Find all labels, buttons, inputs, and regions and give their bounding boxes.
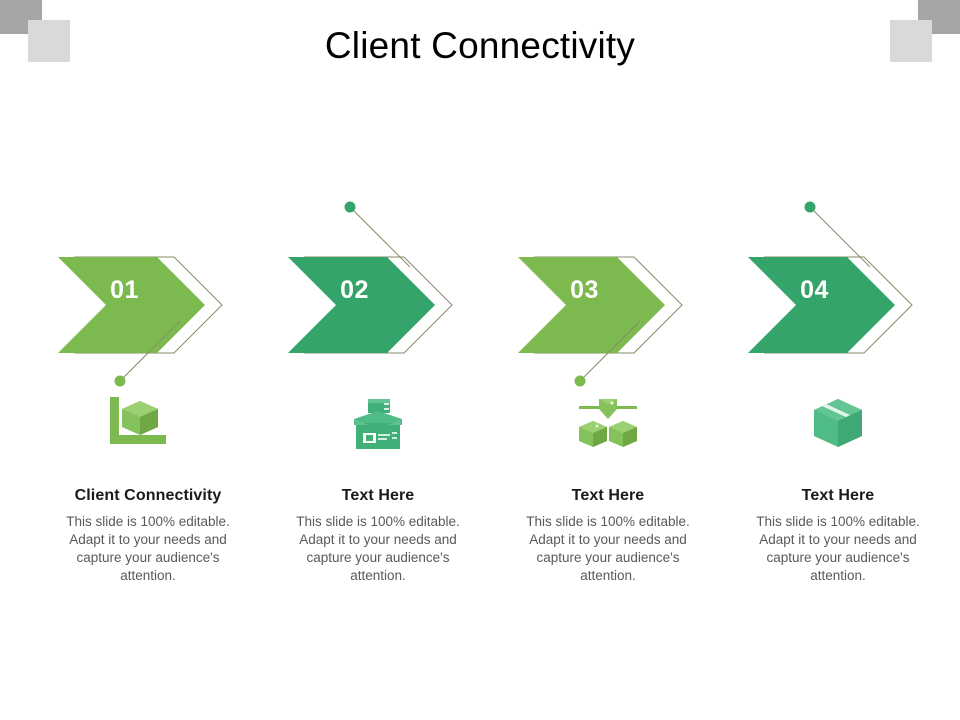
- step-column-1: 01 Client Connectivity This slide is 100…: [32, 185, 264, 585]
- step-caption-1: Client Connectivity This slide is 100% e…: [32, 465, 264, 585]
- step-body-4: This slide is 100% editable. Adapt it to…: [756, 514, 920, 583]
- step-icon-wrap-1: [32, 385, 264, 465]
- step-body-1: This slide is 100% editable. Adapt it to…: [66, 514, 230, 583]
- step-number-3: 03: [570, 276, 599, 304]
- connector-dot-1: [114, 375, 126, 387]
- step-column-3: 03 Text Here: [492, 185, 724, 585]
- step-chevron-4[interactable]: 04: [722, 185, 954, 385]
- chevron-fill-shape-2: [288, 257, 435, 353]
- bracket-cube-icon: [106, 395, 168, 456]
- chevron-fill-shape-4: [748, 257, 895, 353]
- step-icon-wrap-4: [722, 385, 954, 465]
- step-chevron-1[interactable]: 01: [32, 185, 264, 387]
- step-chevron-3[interactable]: 03: [492, 185, 724, 387]
- step-heading-2: Text Here: [341, 487, 415, 504]
- closed-box-icon: [809, 395, 867, 456]
- connector-line-1: [119, 320, 181, 382]
- step-column-4: 04 Text Here This slide is 100% editable…: [722, 185, 954, 585]
- connector-dot-2: [344, 201, 356, 213]
- connector-dot-3: [574, 375, 586, 387]
- step-heading-4: Text Here: [801, 487, 875, 504]
- connector-line-3: [579, 320, 641, 382]
- step-icon-wrap-3: [492, 385, 724, 465]
- corner-decoration-top-right-light: [890, 20, 932, 62]
- step-body-2: This slide is 100% editable. Adapt it to…: [296, 514, 460, 583]
- step-number-2: 02: [340, 276, 369, 304]
- connector-line-2: [349, 206, 411, 268]
- step-number-1: 01: [110, 276, 139, 304]
- step-icon-wrap-2: [262, 385, 494, 465]
- corner-decoration-top-left-light: [28, 20, 70, 62]
- distribution-node-icon: [573, 395, 643, 456]
- chevron-fill-shape-1: [58, 257, 205, 353]
- step-heading-3: Text Here: [571, 487, 645, 504]
- step-caption-3: Text Here This slide is 100% editable. A…: [492, 465, 724, 585]
- slide-title: Client Connectivity: [324, 25, 636, 66]
- step-column-2: 02: [262, 185, 494, 585]
- step-number-4: 04: [800, 276, 829, 304]
- connector-dot-4: [804, 201, 816, 213]
- step-caption-4: Text Here This slide is 100% editable. A…: [722, 465, 954, 585]
- step-chevron-2[interactable]: 02: [262, 185, 494, 385]
- chevron-fill-shape-3: [518, 257, 665, 353]
- connector-line-4: [809, 206, 871, 268]
- step-caption-2: Text Here This slide is 100% editable. A…: [262, 465, 494, 585]
- open-box-icon: [346, 395, 410, 456]
- step-heading-1: Client Connectivity: [74, 487, 222, 504]
- step-body-3: This slide is 100% editable. Adapt it to…: [526, 514, 690, 583]
